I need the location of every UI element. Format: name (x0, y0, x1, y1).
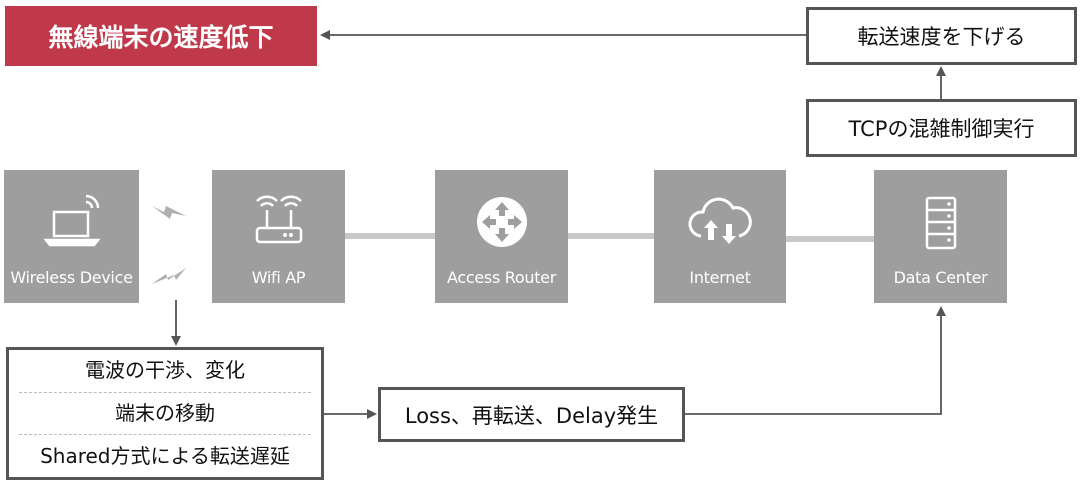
causes-box: 電波の干渉、変化 端末の移動 Shared方式による転送遅延 (6, 347, 324, 480)
router-arrows-icon (476, 197, 527, 247)
page-title: 無線端末の速度低下 (5, 6, 317, 66)
node-label: Data Center (893, 268, 988, 287)
divider (19, 434, 311, 436)
cloud-updown-icon (688, 197, 752, 244)
connector-wifi-router (345, 233, 435, 239)
node-label: Wireless Device (10, 268, 133, 287)
connector-router-internet (568, 233, 654, 239)
cause-movement: 端末の移動 (115, 400, 215, 425)
cause-interference: 電波の干渉、変化 (85, 358, 245, 383)
wifi-router-icon (255, 195, 302, 244)
node-access-router: Access Router (435, 170, 568, 303)
arrow-result-to-dc (685, 306, 946, 415)
lightning-icon (152, 268, 186, 284)
connector-internet-dc (786, 236, 874, 242)
laptop-wifi-icon (42, 194, 101, 247)
result-label: Loss、再転送、Delay発生 (404, 403, 659, 428)
node-wifi-ap: Wifi AP (212, 170, 345, 303)
node-label: Internet (689, 268, 751, 287)
tcp-congestion-box: TCPの混雑制御実行 (806, 99, 1077, 157)
node-label: Wifi AP (251, 268, 306, 287)
server-rack-icon (925, 196, 956, 250)
node-data-center: Data Center (874, 170, 1007, 303)
cause-shared-delay: Shared方式による転送遅延 (40, 443, 290, 468)
tcp-congestion-label: TCPの混雑制御実行 (848, 117, 1035, 141)
node-label: Access Router (447, 268, 556, 287)
node-wireless-device: Wireless Device (4, 170, 139, 303)
divider (19, 391, 311, 393)
node-internet: Internet (654, 170, 786, 303)
reduce-speed-label: 転送速度を下げる (857, 25, 1026, 49)
reduce-speed-box: 転送速度を下げる (806, 7, 1077, 65)
result-box: Loss、再転送、Delay発生 (378, 387, 685, 442)
lightning-icon (152, 206, 186, 219)
